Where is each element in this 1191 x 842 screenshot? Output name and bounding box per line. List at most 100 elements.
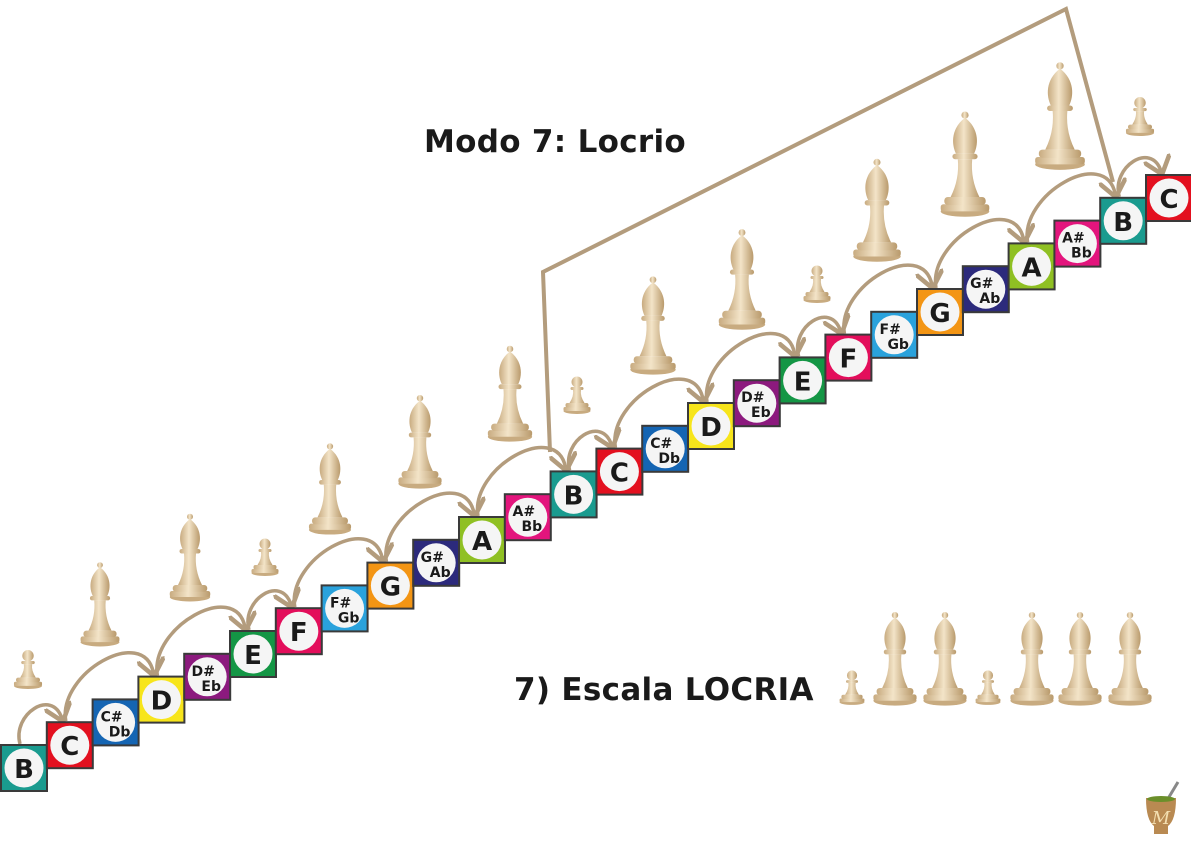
- bishop-piece-icon: [873, 612, 917, 706]
- note-label: E: [794, 367, 812, 397]
- note-sublabel: Gb: [887, 337, 909, 353]
- note-label: D: [700, 413, 722, 443]
- note-square-a: A: [458, 516, 506, 564]
- note-label: F#: [330, 595, 351, 611]
- note-sublabel: Gb: [338, 610, 360, 626]
- note-label: F: [290, 618, 308, 648]
- note-label: C: [60, 732, 79, 762]
- note-label: C: [1159, 185, 1178, 215]
- note-square-a: A: [1007, 242, 1056, 291]
- note-sublabel: Ab: [979, 291, 1000, 307]
- scale-title: 7) Escala LOCRIA: [514, 672, 814, 708]
- note-label: A#: [513, 504, 536, 520]
- bishop-piece-icon: [398, 395, 442, 489]
- interval-arrow: [384, 491, 474, 562]
- note-square-b: B: [1099, 196, 1148, 245]
- interval-arrow: [246, 591, 291, 631]
- note-square-d: D: [687, 402, 735, 450]
- note-label: B: [14, 755, 34, 785]
- note-label: A: [1022, 253, 1042, 283]
- note-label: G: [929, 299, 950, 329]
- interval-arrow: [933, 217, 1023, 289]
- bishop-piece-icon: [853, 158, 901, 262]
- mode-bracket-outline: [540, 6, 1115, 453]
- note-label: A#: [1062, 231, 1085, 247]
- note-square-b: B: [0, 744, 48, 792]
- note-square-f-sharp: F#Gb: [870, 310, 919, 359]
- note-label: C#: [650, 436, 672, 452]
- note-sublabel: Db: [109, 724, 131, 740]
- bishop-piece-icon: [1108, 612, 1152, 706]
- note-square-g-sharp: G#Ab: [961, 265, 1010, 314]
- pawn-piece-icon: [13, 650, 43, 690]
- note-label: C: [610, 459, 629, 489]
- bishop-piece-icon: [940, 111, 990, 217]
- note-square-c: C: [1145, 174, 1191, 222]
- note-square-d: D: [137, 675, 186, 724]
- mate-cup-logo-icon: M: [1146, 781, 1180, 834]
- note-square-c-sharp: C#Db: [91, 698, 140, 747]
- note-square-a-sharp: A#Bb: [503, 493, 552, 542]
- note-label: D#: [741, 390, 764, 406]
- note-square-c: C: [595, 447, 644, 496]
- note-square-g: G: [916, 288, 964, 336]
- bishop-piece-icon: [923, 612, 967, 706]
- note-square-e: E: [778, 356, 827, 405]
- note-square-d-sharp: D#Eb: [732, 379, 781, 428]
- note-sublabel: Eb: [751, 405, 771, 421]
- interval-arrow: [155, 605, 245, 676]
- note-label: A: [472, 527, 492, 557]
- interval-arrow: [704, 331, 794, 403]
- bishop-piece-icon: [487, 345, 533, 442]
- interval-arrow: [613, 377, 703, 448]
- interval-arrow: [566, 431, 612, 471]
- interval-arrow: [475, 445, 565, 517]
- bishop-piece-icon: [1035, 62, 1085, 170]
- note-label: F: [840, 345, 858, 375]
- pawn-piece-icon: [563, 376, 591, 414]
- bishop-piece-icon: [169, 513, 211, 602]
- note-square-f: F: [824, 333, 873, 382]
- note-square-g: G: [366, 561, 415, 610]
- note-sublabel: Bb: [521, 519, 542, 535]
- bishop-piece-icon: [718, 229, 766, 330]
- note-square-d-sharp: D#Eb: [183, 652, 232, 701]
- interval-arrow: [795, 317, 841, 357]
- note-label: D: [151, 687, 173, 717]
- note-square-a-sharp: A#Bb: [1053, 219, 1102, 268]
- interval-arrow: [842, 263, 932, 334]
- svg-text:M: M: [1151, 808, 1171, 829]
- pawn-piece-icon: [839, 670, 865, 705]
- note-sublabel: Db: [658, 451, 680, 467]
- note-label: B: [1113, 208, 1133, 238]
- note-square-f-sharp: F#Gb: [320, 584, 369, 633]
- interval-arrow: [63, 651, 153, 722]
- pawn-piece-icon: [1125, 97, 1155, 137]
- interval-arrow: [17, 705, 62, 745]
- note-square-e: E: [229, 630, 277, 678]
- note-sublabel: Ab: [430, 565, 451, 581]
- mode-title: Modo 7: Locrio: [424, 124, 687, 160]
- note-square-g-sharp: G#Ab: [412, 538, 461, 587]
- note-label: G#: [421, 550, 444, 566]
- interval-arrow: [1025, 172, 1115, 243]
- note-label: D#: [192, 664, 215, 680]
- note-square-c: C: [45, 721, 94, 770]
- note-square-c-sharp: C#Db: [641, 424, 690, 473]
- note-sublabel: Eb: [201, 679, 221, 695]
- bishop-piece-icon: [1010, 612, 1054, 706]
- pawn-piece-icon: [975, 670, 1001, 705]
- note-square-b: B: [549, 470, 598, 519]
- note-label: G: [380, 573, 401, 603]
- pawn-piece-icon: [251, 538, 279, 576]
- bishop-piece-icon: [1058, 612, 1102, 706]
- note-label: B: [564, 481, 584, 511]
- bishop-piece-icon: [308, 443, 352, 535]
- note-label: G#: [970, 276, 993, 292]
- pawn-piece-icon: [803, 265, 831, 303]
- note-square-f: F: [274, 607, 323, 656]
- interval-arrow: [292, 537, 382, 608]
- note-label: F#: [880, 322, 901, 338]
- bishop-piece-icon: [630, 276, 676, 375]
- interval-arrow: [1116, 158, 1161, 198]
